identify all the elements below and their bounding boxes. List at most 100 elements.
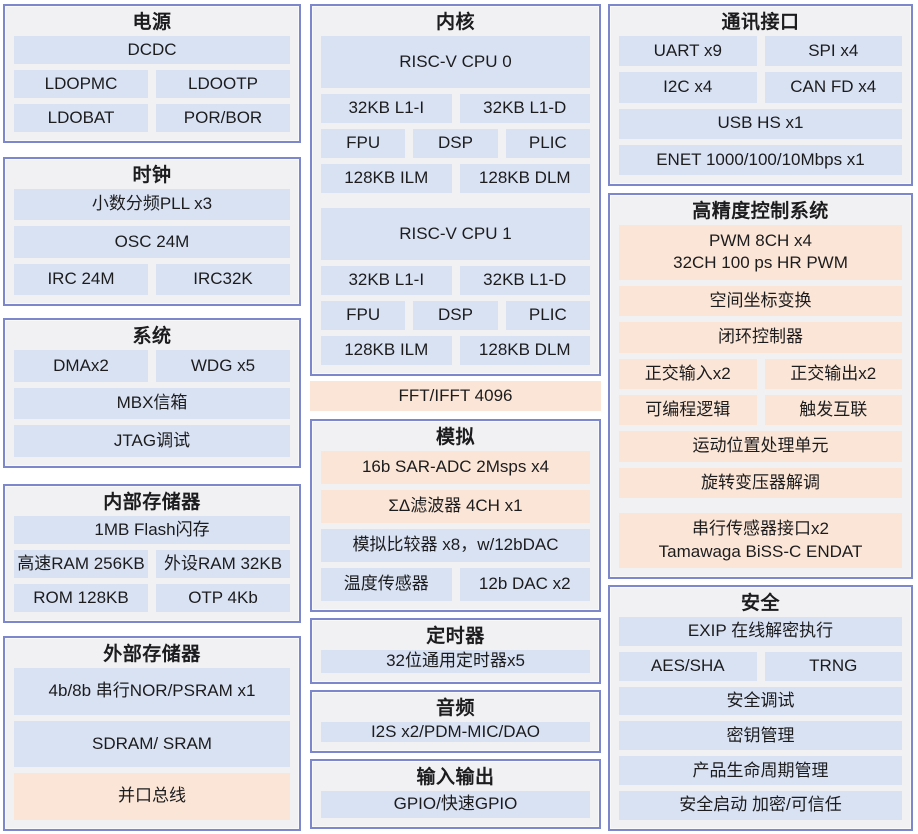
box-title-analog: 模拟 (435, 427, 475, 448)
block-ext_mem-r1c0: SDRAM/ SRAM (14, 720, 290, 768)
block-row: ENET 1000/100/10Mbps x1 (619, 144, 902, 175)
block-int_mem-r0c0: 1MB Flash闪存 (14, 516, 290, 544)
block-io-r0c0: GPIO/快速GPIO (321, 791, 590, 818)
block-timer-r0c0: 32位通用定时器x5 (321, 650, 590, 673)
block-security-r0c0: EXIP 在线解密执行 (619, 617, 902, 646)
block-system-r0c1: WDG x5 (156, 350, 290, 382)
block-hpc-r3c1: 正交输出x2 (764, 358, 902, 390)
box-analog: 模拟 16b SAR-ADC 2Msps x4 ΣΔ滤波器 4CH x1 模拟比较器 … (310, 419, 601, 612)
block-core-r1c0: 32KB L1-I (321, 94, 452, 124)
block-core-r2c1: DSP (413, 129, 498, 159)
block-comm-r2c0: USB HS x1 (619, 108, 902, 139)
block-int_mem-r2c1: OTP 4Kb (156, 584, 290, 612)
block-analog-r3c1: 12b DAC x2 (459, 568, 590, 601)
block-line: 32CH 100 ps HR PWM (673, 253, 848, 273)
block-row: MBX信箱 (14, 387, 290, 420)
block-core-r7c0: 128KB ILM (321, 336, 452, 365)
block-row: ΣΔ滤波器 4CH x1 (321, 490, 590, 523)
block-comm-r3c0: ENET 1000/100/10Mbps x1 (619, 144, 902, 175)
block-row: 1MB Flash闪存 (14, 516, 290, 544)
block-core-r3c1: 128KB DLM (459, 164, 590, 193)
block-row: SDRAM/ SRAM (14, 720, 290, 768)
box-timer: 定时器 32位通用定时器x5 (310, 618, 601, 684)
box-body-io: GPIO/快速GPIO (321, 791, 590, 818)
box-title-int_mem: 内部存储器 (103, 492, 201, 513)
block-core-r0c0: RISC-V CPU 0 (321, 36, 590, 89)
block-core-r5c1: 32KB L1-D (459, 266, 590, 296)
block-security-r3c0: 密钥管理 (619, 721, 902, 751)
block-core-r1c1: 32KB L1-D (459, 94, 590, 124)
block-fft: FFT/IFFT 4096 (310, 381, 601, 411)
block-row: I2S x2/PDM-MIC/DAO (321, 722, 590, 742)
box-title-system: 系统 (132, 326, 172, 347)
block-row: 16b SAR-ADC 2Msps x4 (321, 451, 590, 484)
block-core-r2c0: FPU (321, 129, 406, 159)
block-core-r4c0: RISC-V CPU 1 (321, 207, 590, 261)
box-title-power: 电源 (132, 12, 172, 33)
block-core-r3c0: 128KB ILM (321, 164, 452, 193)
block-row: RISC-V CPU 1 (321, 207, 590, 261)
box-title-timer: 定时器 (426, 626, 485, 647)
block-clock-r2c1: IRC32K (156, 263, 290, 295)
box-title-hpc: 高精度控制系统 (692, 201, 829, 222)
block-row: LDOPMC LDOOTP (14, 70, 290, 98)
block-system-r1c0: MBX信箱 (14, 387, 290, 420)
block-row: JTAG调试 (14, 425, 290, 458)
block-clock-r1c0: OSC 24M (14, 226, 290, 258)
block-core-r6c0: FPU (321, 301, 406, 331)
block-security-r1c0: AES/SHA (619, 651, 757, 681)
block-row: 安全调试 (619, 686, 902, 716)
block-audio-r0c0: I2S x2/PDM-MIC/DAO (321, 722, 590, 742)
block-system-r0c0: DMAx2 (14, 350, 148, 382)
block-hpc-r1c0: 空间坐标变换 (619, 285, 902, 317)
block-power-r1c1: LDOOTP (156, 70, 290, 98)
block-ext_mem-r0c0: 4b/8b 串行NOR/PSRAM x1 (14, 668, 290, 715)
block-core-r5c0: 32KB L1-I (321, 266, 452, 296)
block-power-r0c0: DCDC (14, 36, 290, 64)
block-row: 可编程逻辑触发互联 (619, 395, 902, 426)
block-security-r4c0: 产品生命周期管理 (619, 756, 902, 786)
block-row: 模拟比较器 x8，w/12bDAC (321, 529, 590, 562)
block-power-r1c0: LDOPMC (14, 70, 148, 98)
block-int_mem-r1c0: 高速RAM 256KB (14, 550, 148, 578)
box-body-analog: 16b SAR-ADC 2Msps x4 ΣΔ滤波器 4CH x1 模拟比较器 x8… (321, 451, 590, 601)
box-title-ext_mem: 外部存储器 (103, 644, 201, 665)
block-row: 安全启动 加密/可信任 (619, 791, 902, 820)
block-power-r2c1: POR/BOR (156, 104, 290, 132)
block-comm-r0c0: UART x9 (619, 36, 757, 67)
box-title-io: 输入输出 (416, 767, 495, 788)
block-line: 串行传感器接口x2 (692, 519, 829, 539)
